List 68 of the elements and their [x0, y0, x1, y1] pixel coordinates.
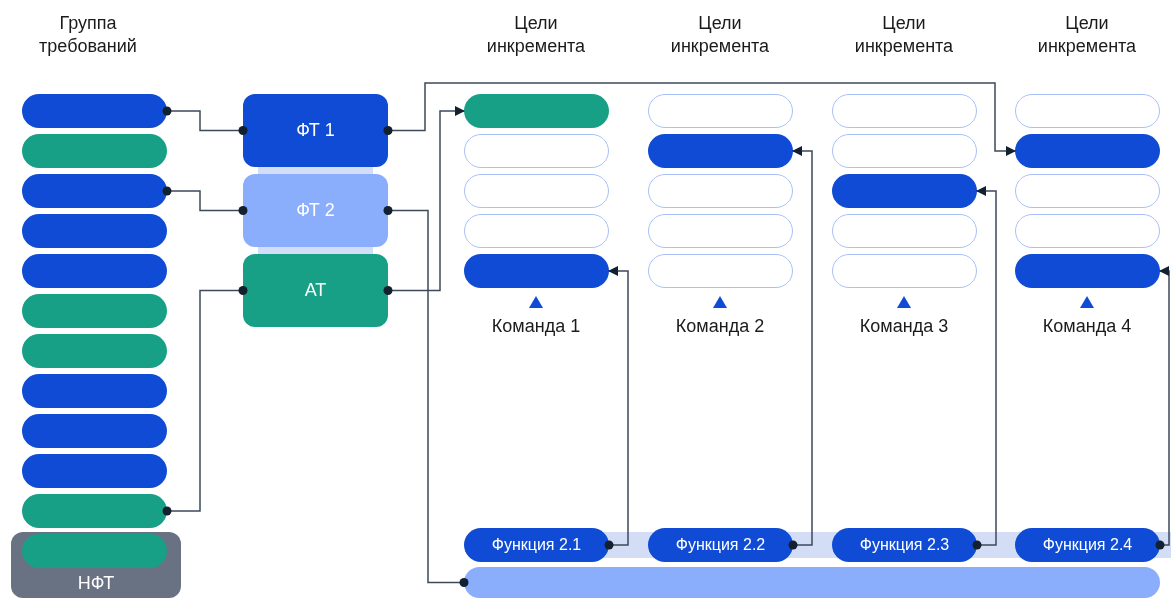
function-pill: [1015, 528, 1160, 562]
bar: [464, 134, 609, 168]
bar: [22, 214, 167, 248]
connector: [1155, 266, 1170, 550]
box-label: Функция 2.4: [1042, 535, 1133, 555]
box-label: НФТ: [77, 573, 115, 596]
bar: [1015, 254, 1160, 288]
column-heading: Цели инкремента: [853, 12, 955, 59]
connector: [383, 82, 1016, 156]
box-label: Функция 2.1: [491, 535, 582, 555]
bar: [1015, 174, 1160, 208]
column-heading: Цели инкремента: [1036, 12, 1138, 59]
bar: [648, 254, 793, 288]
bar: [832, 134, 977, 168]
bar: [1015, 214, 1160, 248]
connector: [972, 186, 997, 550]
requirement-box: [243, 174, 388, 247]
bar: [464, 174, 609, 208]
requirement-box: [243, 94, 388, 167]
box-label: Функция 2.2: [675, 535, 766, 555]
bar: [832, 174, 977, 208]
column-heading: Команда 4: [1041, 315, 1133, 338]
box-label: Функция 2.3: [859, 535, 950, 555]
box-label: ФТ 1: [296, 120, 335, 141]
bar: [22, 254, 167, 288]
bar: [1015, 94, 1160, 128]
bar: [464, 254, 609, 288]
bar: [832, 254, 977, 288]
box-label: ФТ 2: [296, 200, 335, 221]
bar: [22, 414, 167, 448]
bar: [22, 134, 167, 168]
bar: [648, 174, 793, 208]
column-heading: Команда 3: [858, 315, 950, 338]
connector: [788, 146, 813, 550]
bar: [22, 294, 167, 328]
bar: [832, 214, 977, 248]
function-pill: [832, 528, 977, 562]
column-heading: Команда 2: [674, 315, 766, 338]
bar: [464, 214, 609, 248]
bar: [22, 534, 167, 568]
connector: [383, 106, 465, 295]
column-heading: Команда 1: [490, 315, 582, 338]
bar: [464, 94, 609, 128]
bar: [22, 494, 167, 528]
connector: [162, 106, 248, 135]
column-heading: Цели инкремента: [669, 12, 771, 59]
connector: [383, 206, 469, 587]
bar: [648, 134, 793, 168]
box-label: АТ: [304, 280, 327, 301]
bar: [464, 567, 1160, 598]
bar: [648, 94, 793, 128]
bar: [1015, 134, 1160, 168]
bar: [22, 334, 167, 368]
bar: [22, 454, 167, 488]
bar: [22, 94, 167, 128]
connector: [162, 286, 248, 516]
column-heading: Цели инкремента: [485, 12, 587, 59]
bar: [648, 214, 793, 248]
function-pill: [648, 528, 793, 562]
bar: [22, 174, 167, 208]
column-heading: Группа требований: [38, 12, 138, 59]
requirement-box: [243, 254, 388, 327]
bar: [832, 94, 977, 128]
bar: [22, 374, 167, 408]
connector: [162, 186, 248, 215]
function-pill: [464, 528, 609, 562]
connector: [604, 266, 629, 550]
group-panel: [11, 532, 181, 598]
